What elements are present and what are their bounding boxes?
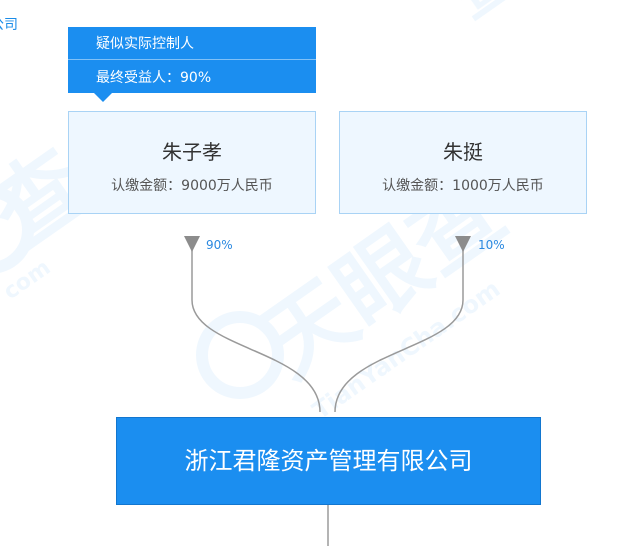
tag-divider	[68, 59, 316, 60]
actual-controller-label: 疑似实际控制人	[96, 36, 194, 52]
tag-pointer-icon	[94, 93, 112, 102]
company-link-fragment[interactable]: 公司	[0, 17, 18, 33]
shareholder-amount: 认缴金额：1000万人民币	[382, 178, 544, 194]
ultimate-beneficiary-label: 最终受益人：90%	[96, 70, 212, 86]
share-percentage: 90%	[206, 238, 233, 252]
shareholder-node[interactable]: 朱子孝 认缴金额：9000万人民币	[68, 111, 316, 214]
shareholder-name[interactable]: 朱子孝	[162, 140, 222, 164]
actual-controller-tag: 疑似实际控制人 最终受益人：90%	[68, 27, 316, 93]
connector-line	[191, 236, 321, 413]
share-percentage: 10%	[478, 238, 505, 252]
company-node[interactable]: 浙江君隆资产管理有限公司	[116, 417, 541, 505]
arrow-down-icon	[455, 236, 471, 252]
arrow-down-icon	[184, 236, 200, 252]
connector-line	[334, 236, 464, 413]
shareholder-amount: 认缴金额：9000万人民币	[111, 178, 273, 194]
shareholder-node[interactable]: 朱挺 认缴金额：1000万人民币	[339, 111, 587, 214]
shareholder-name[interactable]: 朱挺	[443, 140, 483, 164]
